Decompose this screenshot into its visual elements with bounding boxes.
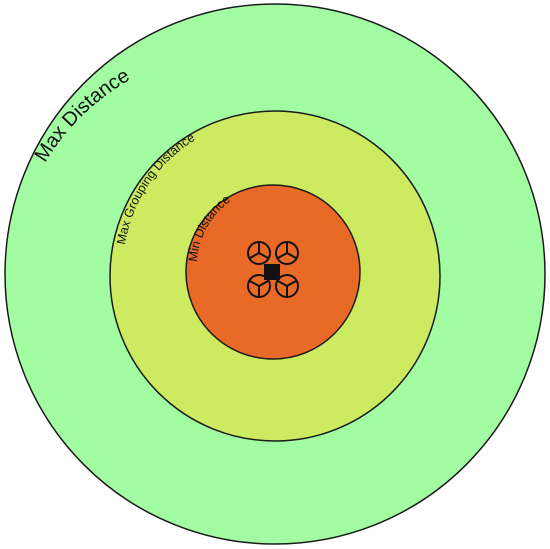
drone-rotor-bottom-left <box>247 274 271 298</box>
drone-rotor-bottom-right <box>275 274 299 298</box>
drone-body <box>264 264 280 280</box>
quadcopter-drone-icon <box>247 241 299 298</box>
drone-rotor-top-left <box>247 241 271 265</box>
drone-rotor-top-right <box>275 241 299 265</box>
